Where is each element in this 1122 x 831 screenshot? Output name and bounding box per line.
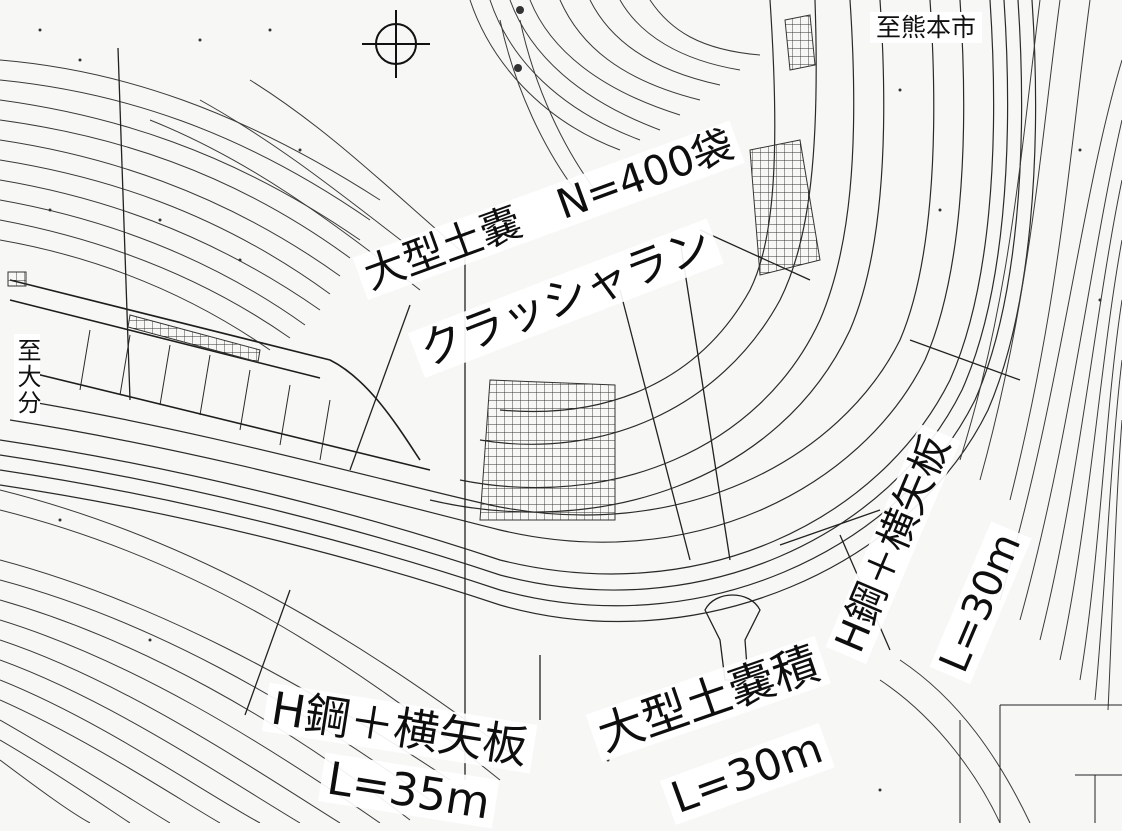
road-shoulder-ticks — [79, 329, 331, 461]
mesh-area-edge — [7, 271, 27, 287]
title-block-lines — [959, 704, 1122, 823]
mesh-area-top — [784, 14, 816, 71]
contours-top-center — [469, 0, 761, 191]
mesh-area-center — [479, 379, 616, 521]
road-curve-lines — [0, 0, 1037, 623]
mesh-area-upper-right — [749, 139, 821, 276]
left-road-edge — [9, 279, 431, 471]
direction-label-kumamoto: 至熊本市 — [870, 12, 983, 43]
contours-right — [879, 0, 1122, 823]
direction-label-oita: 至大分 — [13, 334, 41, 420]
mesh-area-left-strip — [127, 314, 261, 363]
north-arrow-icon — [362, 10, 430, 78]
